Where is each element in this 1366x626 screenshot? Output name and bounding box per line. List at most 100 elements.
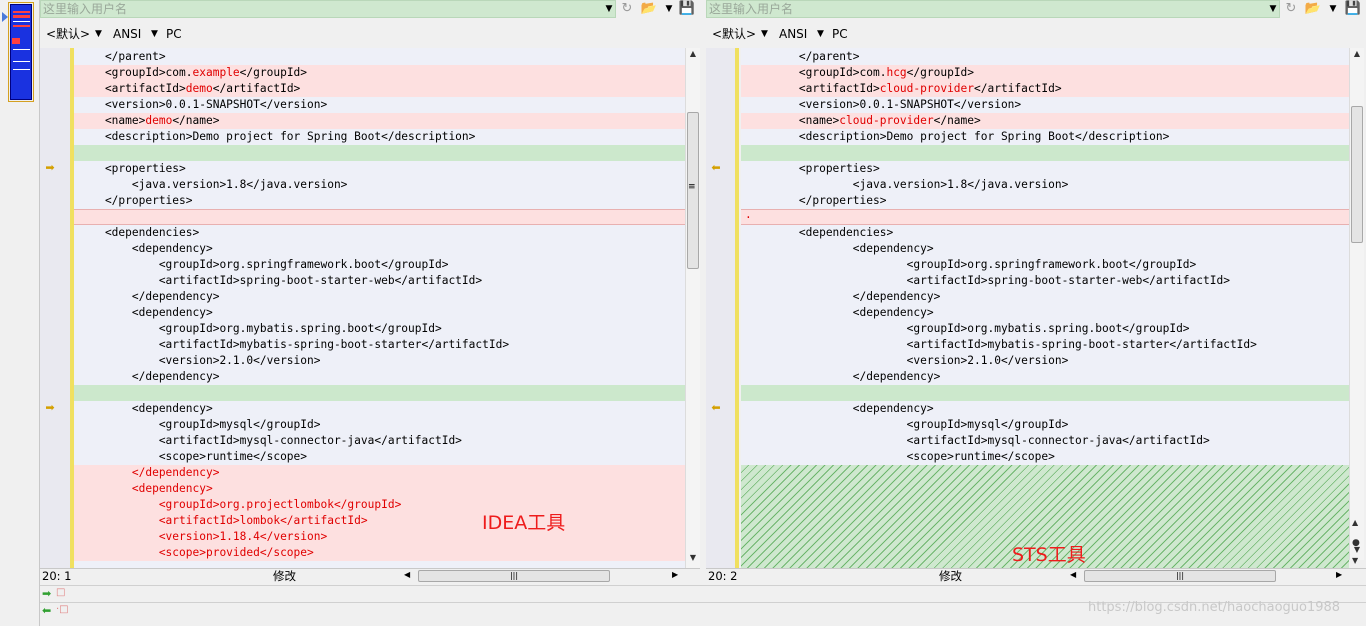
code-line[interactable]: </dependency> [74,289,685,305]
code-line[interactable]: <dependency> [74,305,685,321]
code-line[interactable] [74,209,685,225]
code-line[interactable]: <dependency> [74,481,685,497]
code-line[interactable]: <version>1.18.4</version> [74,529,685,545]
scroll-right-icon[interactable]: ▶ [1336,570,1343,579]
scroll-small-down-icon[interactable]: ▼ [1352,556,1359,565]
left-profile-select[interactable]: <默认> [46,27,91,41]
code-line[interactable]: <scope>runtime</scope> [741,449,1349,465]
left-vscroll-thumb[interactable] [687,112,699,269]
scroll-up-icon[interactable]: ▲ [689,49,697,58]
code-line[interactable]: <groupId>org.projectlombok</groupId> [74,497,685,513]
right-open-dropdown[interactable]: ▼ [1329,4,1337,14]
code-line[interactable]: </dependency> [741,369,1349,385]
code-line[interactable] [74,145,685,161]
code-line[interactable]: <dependency> [741,401,1349,417]
scroll-down-icon[interactable]: ▼ [689,553,697,562]
code-line[interactable]: <groupId>com.example</groupId> [74,65,685,81]
code-line[interactable]: <dependency> [741,305,1349,321]
left-vertical-scrollbar[interactable]: ▲ ≡ ▼ [685,48,700,568]
code-line[interactable]: <groupId>org.springframework.boot</group… [741,257,1349,273]
code-line[interactable]: <artifactId>mysql-connector-java</artifa… [741,433,1349,449]
chevron-down-icon[interactable]: ▼ [151,29,158,39]
refresh-icon[interactable]: ↻ [621,1,633,16]
code-line[interactable]: <dependency> [741,241,1349,257]
scroll-up-icon[interactable]: ▲ [1353,49,1361,58]
scroll-left-icon[interactable]: ◀ [1070,570,1077,579]
scroll-right-icon[interactable]: ▶ [672,570,679,579]
code-line[interactable]: <name>cloud-provider</name> [741,113,1349,129]
left-open-dropdown[interactable]: ▼ [665,4,673,14]
code-line[interactable]: <version>0.0.1-SNAPSHOT</version> [741,97,1349,113]
code-line[interactable]: <artifactId>spring-boot-starter-web</art… [741,273,1349,289]
code-line[interactable] [741,145,1349,161]
diff-arrow-icon[interactable]: ➡ [45,161,55,174]
overview-viewport-frame[interactable] [8,2,34,102]
code-line[interactable]: <version>0.0.1-SNAPSHOT</version> [74,97,685,113]
right-username-dropdown[interactable]: ▼ [1269,4,1277,14]
code-line[interactable]: <java.version>1.8</java.version> [74,177,685,193]
code-line[interactable]: <version>2.1.0</version> [74,353,685,369]
code-line[interactable]: <properties> [74,161,685,177]
left-horizontal-scrollbar[interactable]: ◀ ||| ▶ [400,569,685,583]
left-charset-select[interactable]: ANSI [113,27,142,41]
code-line[interactable]: <groupId>org.mybatis.spring.boot</groupI… [741,321,1349,337]
code-line[interactable]: <artifactId>spring-boot-starter-web</art… [74,273,685,289]
code-line[interactable]: </parent> [741,49,1349,65]
chevron-down-icon[interactable]: ▼ [761,29,768,39]
scroll-left-icon[interactable]: ◀ [404,570,411,579]
right-profile-select[interactable]: <默认> [712,27,757,41]
right-username-input[interactable]: 这里输入用户名 [706,0,1280,18]
diff-arrow-icon[interactable]: ⬅ [711,161,721,174]
chevron-down-icon[interactable]: ▼ [817,29,824,39]
save-icon[interactable]: 💾 [678,1,696,16]
open-folder-icon[interactable]: 📂 [1304,1,1322,16]
code-line[interactable]: <groupId>org.mybatis.spring.boot</groupI… [74,321,685,337]
code-line[interactable]: <dependencies> [74,225,685,241]
save-icon[interactable]: 💾 [1344,1,1362,16]
code-line[interactable]: <java.version>1.8</java.version> [741,177,1349,193]
left-username-dropdown[interactable]: ▼ [605,4,613,14]
code-line[interactable]: <scope>provided</scope> [74,545,685,561]
scroll-dot-icon[interactable]: ● [1352,538,1360,548]
code-line[interactable]: <artifactId>lombok</artifactId> [74,513,685,529]
code-line[interactable]: </properties> [74,193,685,209]
code-line[interactable]: <dependency> [74,241,685,257]
right-hscroll-thumb[interactable]: ||| [1084,570,1276,582]
open-folder-icon[interactable]: 📂 [640,1,658,16]
code-line[interactable] [74,385,685,401]
diff-arrow-icon[interactable]: ⬅ [711,401,721,414]
left-editor[interactable]: </parent> <groupId>com.example</groupId>… [74,48,685,568]
code-line[interactable]: <dependency> [74,401,685,417]
code-line[interactable]: <groupId>org.springframework.boot</group… [74,257,685,273]
code-line[interactable]: <description>Demo project for Spring Boo… [74,129,685,145]
code-line[interactable]: · [741,209,1349,225]
code-line[interactable]: <version>2.1.0</version> [741,353,1349,369]
code-line[interactable]: <artifactId>mysql-connector-java</artifa… [74,433,685,449]
scroll-small-up-icon[interactable]: ▲ [1352,518,1359,527]
code-line[interactable]: </dependency> [741,289,1349,305]
code-line[interactable]: </dependency> [74,369,685,385]
code-line[interactable]: <dependencies> [741,225,1349,241]
right-lineend-label[interactable]: PC [832,27,848,41]
diff-arrow-icon[interactable]: ➡ [45,401,55,414]
code-line[interactable] [741,385,1349,401]
left-lineend-label[interactable]: PC [166,27,182,41]
right-charset-select[interactable]: ANSI [779,27,808,41]
code-line[interactable]: <artifactId>cloud-provider</artifactId> [741,81,1349,97]
right-horizontal-scrollbar[interactable]: ◀ ||| ▶ [1066,569,1349,583]
code-line[interactable]: <groupId>mysql</groupId> [741,417,1349,433]
left-hscroll-thumb[interactable]: ||| [418,570,610,582]
code-line[interactable]: </parent> [74,49,685,65]
code-line[interactable]: <artifactId>mybatis-spring-boot-starter<… [74,337,685,353]
code-line[interactable]: <name>demo</name> [74,113,685,129]
code-line[interactable]: <artifactId>demo</artifactId> [74,81,685,97]
code-line[interactable]: <groupId>com.hcg</groupId> [741,65,1349,81]
code-line[interactable]: <properties> [741,161,1349,177]
chevron-down-icon[interactable]: ▼ [95,29,102,39]
refresh-icon[interactable]: ↻ [1285,1,1297,16]
code-line[interactable]: </dependency> [74,465,685,481]
code-line[interactable]: </properties> [741,193,1349,209]
left-username-input[interactable]: 这里输入用户名 [40,0,616,18]
code-line[interactable]: <groupId>mysql</groupId> [74,417,685,433]
code-line[interactable]: <artifactId>mybatis-spring-boot-starter<… [741,337,1349,353]
